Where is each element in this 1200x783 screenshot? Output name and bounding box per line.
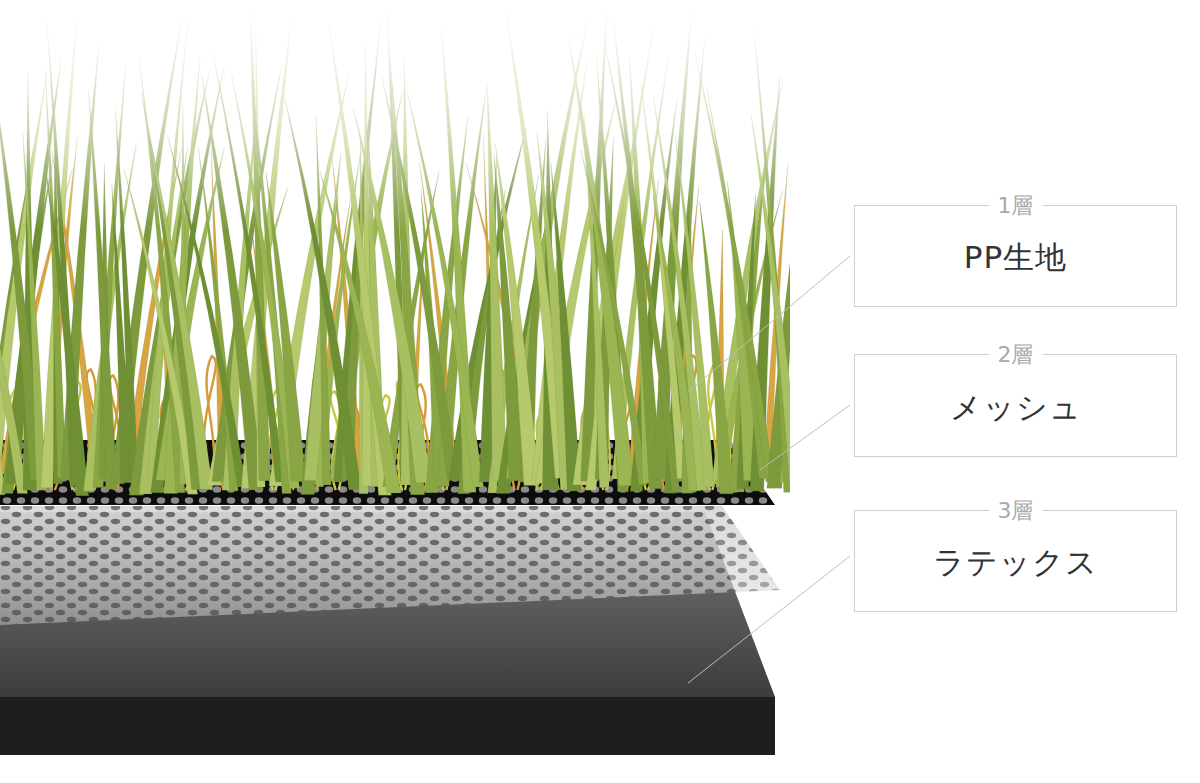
grass-fade (0, 0, 800, 230)
layer-label-box: 2層メッシュ (854, 354, 1177, 457)
grass-blade (0, 188, 5, 495)
layer-label-box: 1層PP生地 (854, 205, 1177, 307)
net-layer (0, 506, 780, 625)
layer-name: PP生地 (855, 239, 1176, 276)
layer-name: メッシュ (855, 389, 1176, 426)
layer-name: ラテックス (855, 544, 1176, 581)
layer-number: 3層 (989, 498, 1043, 524)
leader-line (688, 556, 850, 683)
layer-label-box: 3層ラテックス (854, 510, 1177, 612)
leader-line (688, 256, 850, 392)
latex-front (0, 697, 775, 755)
layer-number: 2層 (989, 342, 1043, 368)
leader-line (760, 405, 850, 470)
layer-number: 1層 (989, 193, 1043, 219)
grass-blade (700, 201, 734, 493)
